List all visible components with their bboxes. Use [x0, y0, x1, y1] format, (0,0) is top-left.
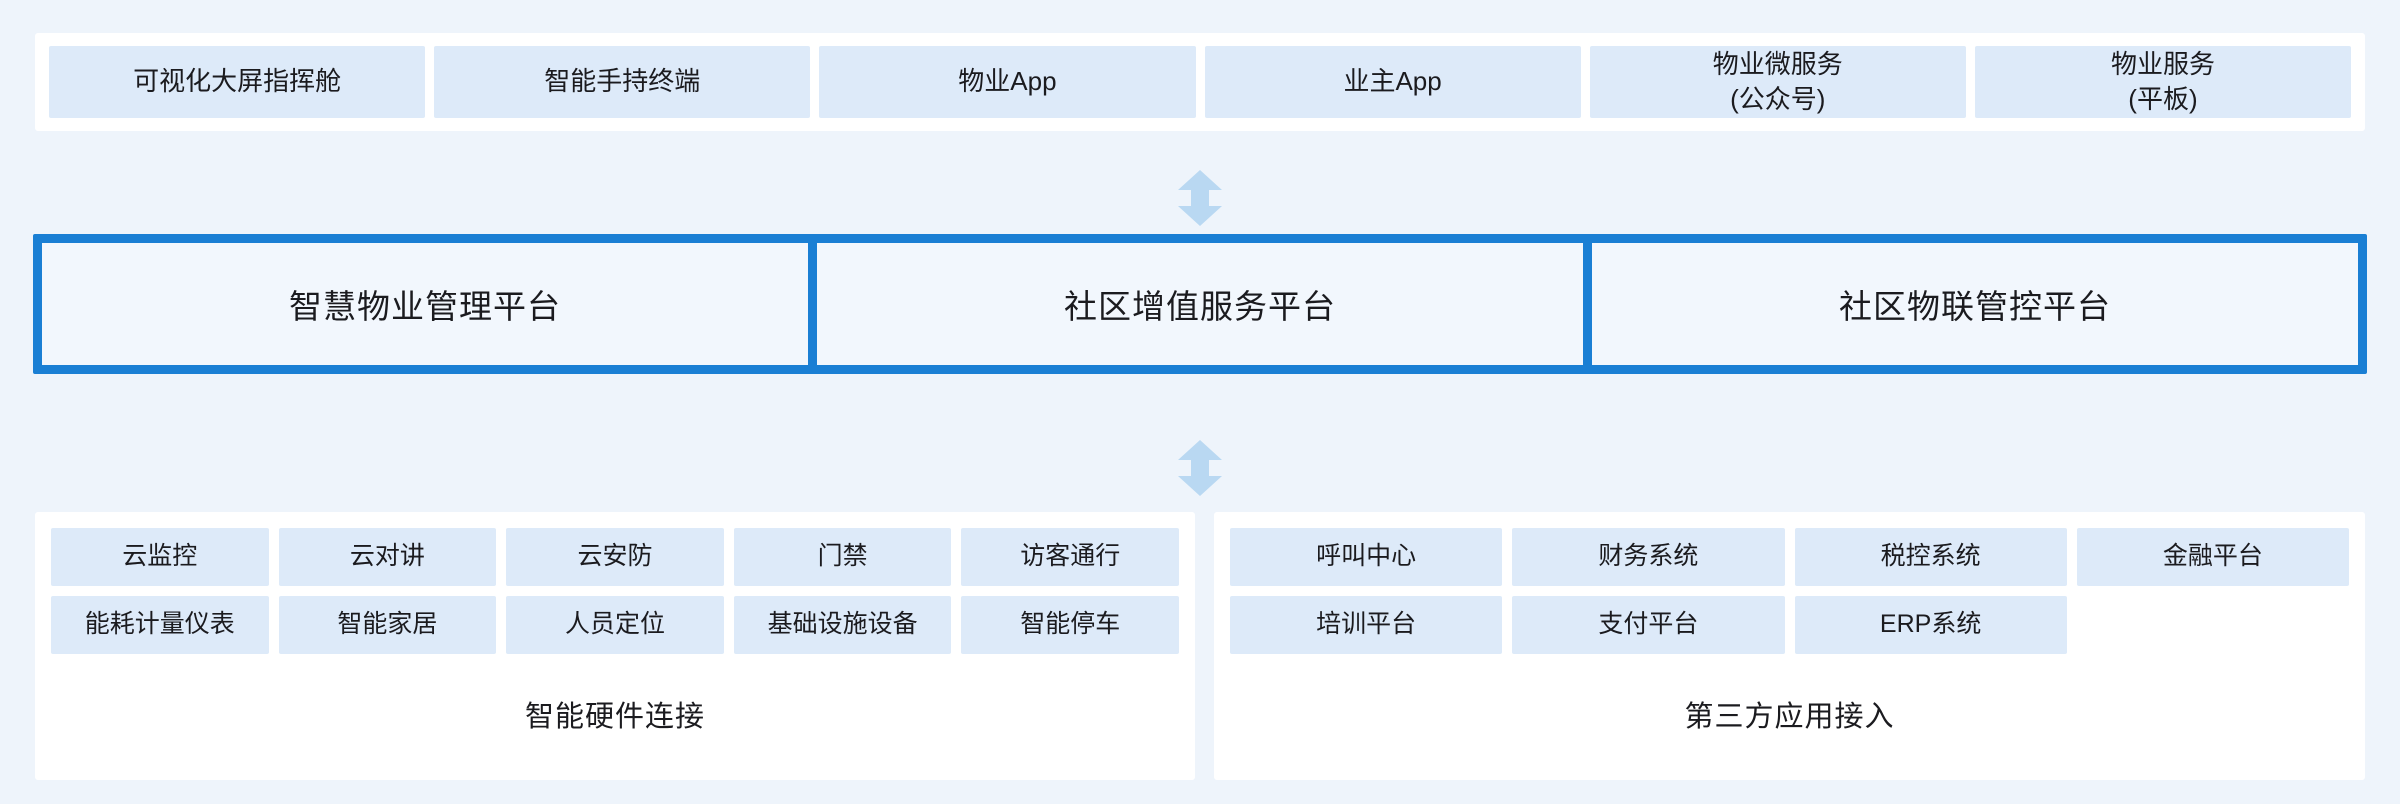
terminal-card-label: 物业微服务(公众号): [1712, 48, 1843, 114]
terminal-card-label: 可视化大屏指挥舱: [133, 66, 342, 97]
hardware-card-label: 智能停车: [1020, 610, 1121, 639]
hardware-card-3[interactable]: 门禁: [733, 528, 952, 586]
hardware-card-label: 能耗计量仪表: [84, 610, 235, 639]
hardware-card-4[interactable]: 访客通行: [961, 528, 1179, 586]
hardware-card-9[interactable]: 智能停车: [961, 596, 1179, 654]
hardware-card-6[interactable]: 智能家居: [278, 596, 497, 654]
platform-card-1[interactable]: 社区增值服务平台: [817, 243, 1583, 365]
platform-card-label: 社区增值服务平台: [1064, 288, 1336, 325]
hardware-card-7[interactable]: 人员定位: [506, 596, 724, 654]
third-party-card-grid: 呼叫中心 财务系统 税控系统 金融平台 培训平台 支付平台 ERP系统: [1230, 528, 2349, 654]
thirdparty-card-1[interactable]: 财务系统: [1512, 528, 1785, 586]
thirdparty-card-label: 财务系统: [1598, 542, 1699, 571]
thirdparty-card-label: 培训平台: [1316, 610, 1417, 639]
third-party-integration-panel: 呼叫中心 财务系统 税控系统 金融平台 培训平台 支付平台 ERP系统 第三方应…: [1214, 512, 2365, 780]
platform-card-label: 社区物联管控平台: [1839, 288, 2111, 325]
hardware-card-label: 云监控: [122, 542, 198, 571]
hardware-section-label: 智能硬件连接: [524, 701, 705, 733]
platform-card-0[interactable]: 智慧物业管理平台: [42, 243, 808, 365]
thirdparty-card-label: 支付平台: [1598, 610, 1699, 639]
terminal-card-label: 智能手持终端: [544, 66, 701, 97]
thirdparty-card-label: 呼叫中心: [1316, 542, 1417, 571]
hardware-card-1[interactable]: 云对讲: [278, 528, 497, 586]
thirdparty-card-2[interactable]: 税控系统: [1794, 528, 2067, 586]
thirdparty-card-label: 金融平台: [2162, 542, 2263, 571]
hardware-card-grid: 云监控 云对讲 云安防 门禁 访客通行 能耗计量仪表 智能家居 人员定位 基础设…: [51, 528, 1179, 654]
terminal-card-label: 物业服务(平板): [2110, 48, 2215, 114]
hardware-card-label: 访客通行: [1020, 542, 1121, 571]
terminal-card-4[interactable]: 物业微服务(公众号): [1589, 46, 1966, 118]
thirdparty-card-3[interactable]: 金融平台: [2076, 528, 2349, 586]
thirdparty-card-0[interactable]: 呼叫中心: [1230, 528, 1503, 586]
double-headed-vertical-arrow-icon: [1178, 440, 1222, 496]
platform-card-2[interactable]: 社区物联管控平台: [1592, 243, 2358, 365]
hardware-card-0[interactable]: 云监控: [51, 528, 269, 586]
hardware-connection-panel: 云监控 云对讲 云安防 门禁 访客通行 能耗计量仪表 智能家居 人员定位 基础设…: [35, 512, 1195, 780]
thirdparty-card-label: 税控系统: [1880, 542, 1981, 571]
terminal-card-3[interactable]: 业主App: [1204, 46, 1581, 118]
hardware-card-8[interactable]: 基础设施设备: [733, 596, 952, 654]
platform-layer-panel: 智慧物业管理平台 社区增值服务平台 社区物联管控平台: [33, 234, 2367, 374]
thirdparty-card-4[interactable]: 培训平台: [1230, 596, 1503, 654]
hardware-card-label: 基础设施设备: [767, 610, 918, 639]
hardware-card-2[interactable]: 云安防: [506, 528, 724, 586]
hardware-card-label: 智能家居: [337, 610, 438, 639]
terminal-card-0[interactable]: 可视化大屏指挥舱: [49, 46, 426, 118]
terminal-card-label: 物业App: [958, 66, 1057, 97]
thirdparty-card-label: ERP系统: [1879, 610, 1982, 639]
terminal-card-2[interactable]: 物业App: [819, 46, 1196, 118]
hardware-card-5[interactable]: 能耗计量仪表: [51, 596, 269, 654]
thirdparty-card-5[interactable]: 支付平台: [1512, 596, 1785, 654]
hardware-card-label: 人员定位: [564, 610, 665, 639]
terminal-layer-panel: 可视化大屏指挥舱 智能手持终端 物业App 业主App 物业微服务(公众号) 物…: [35, 33, 2365, 131]
terminal-card-label: 业主App: [1343, 66, 1442, 97]
terminal-card-5[interactable]: 物业服务(平板): [1974, 46, 2352, 118]
terminal-card-1[interactable]: 智能手持终端: [434, 46, 811, 118]
integration-layer: 云监控 云对讲 云安防 门禁 访客通行 能耗计量仪表 智能家居 人员定位 基础设…: [35, 512, 2365, 780]
thirdparty-card-placeholder: [2077, 596, 2349, 654]
thirdparty-card-6[interactable]: ERP系统: [1794, 596, 2067, 654]
hardware-card-label: 门禁: [817, 542, 868, 571]
hardware-card-label: 云对讲: [349, 542, 425, 571]
platform-card-label: 智慧物业管理平台: [289, 288, 561, 325]
double-headed-vertical-arrow-icon: [1178, 170, 1222, 226]
hardware-card-label: 云安防: [577, 542, 653, 571]
third-party-section-label: 第三方应用接入: [1684, 701, 1895, 733]
